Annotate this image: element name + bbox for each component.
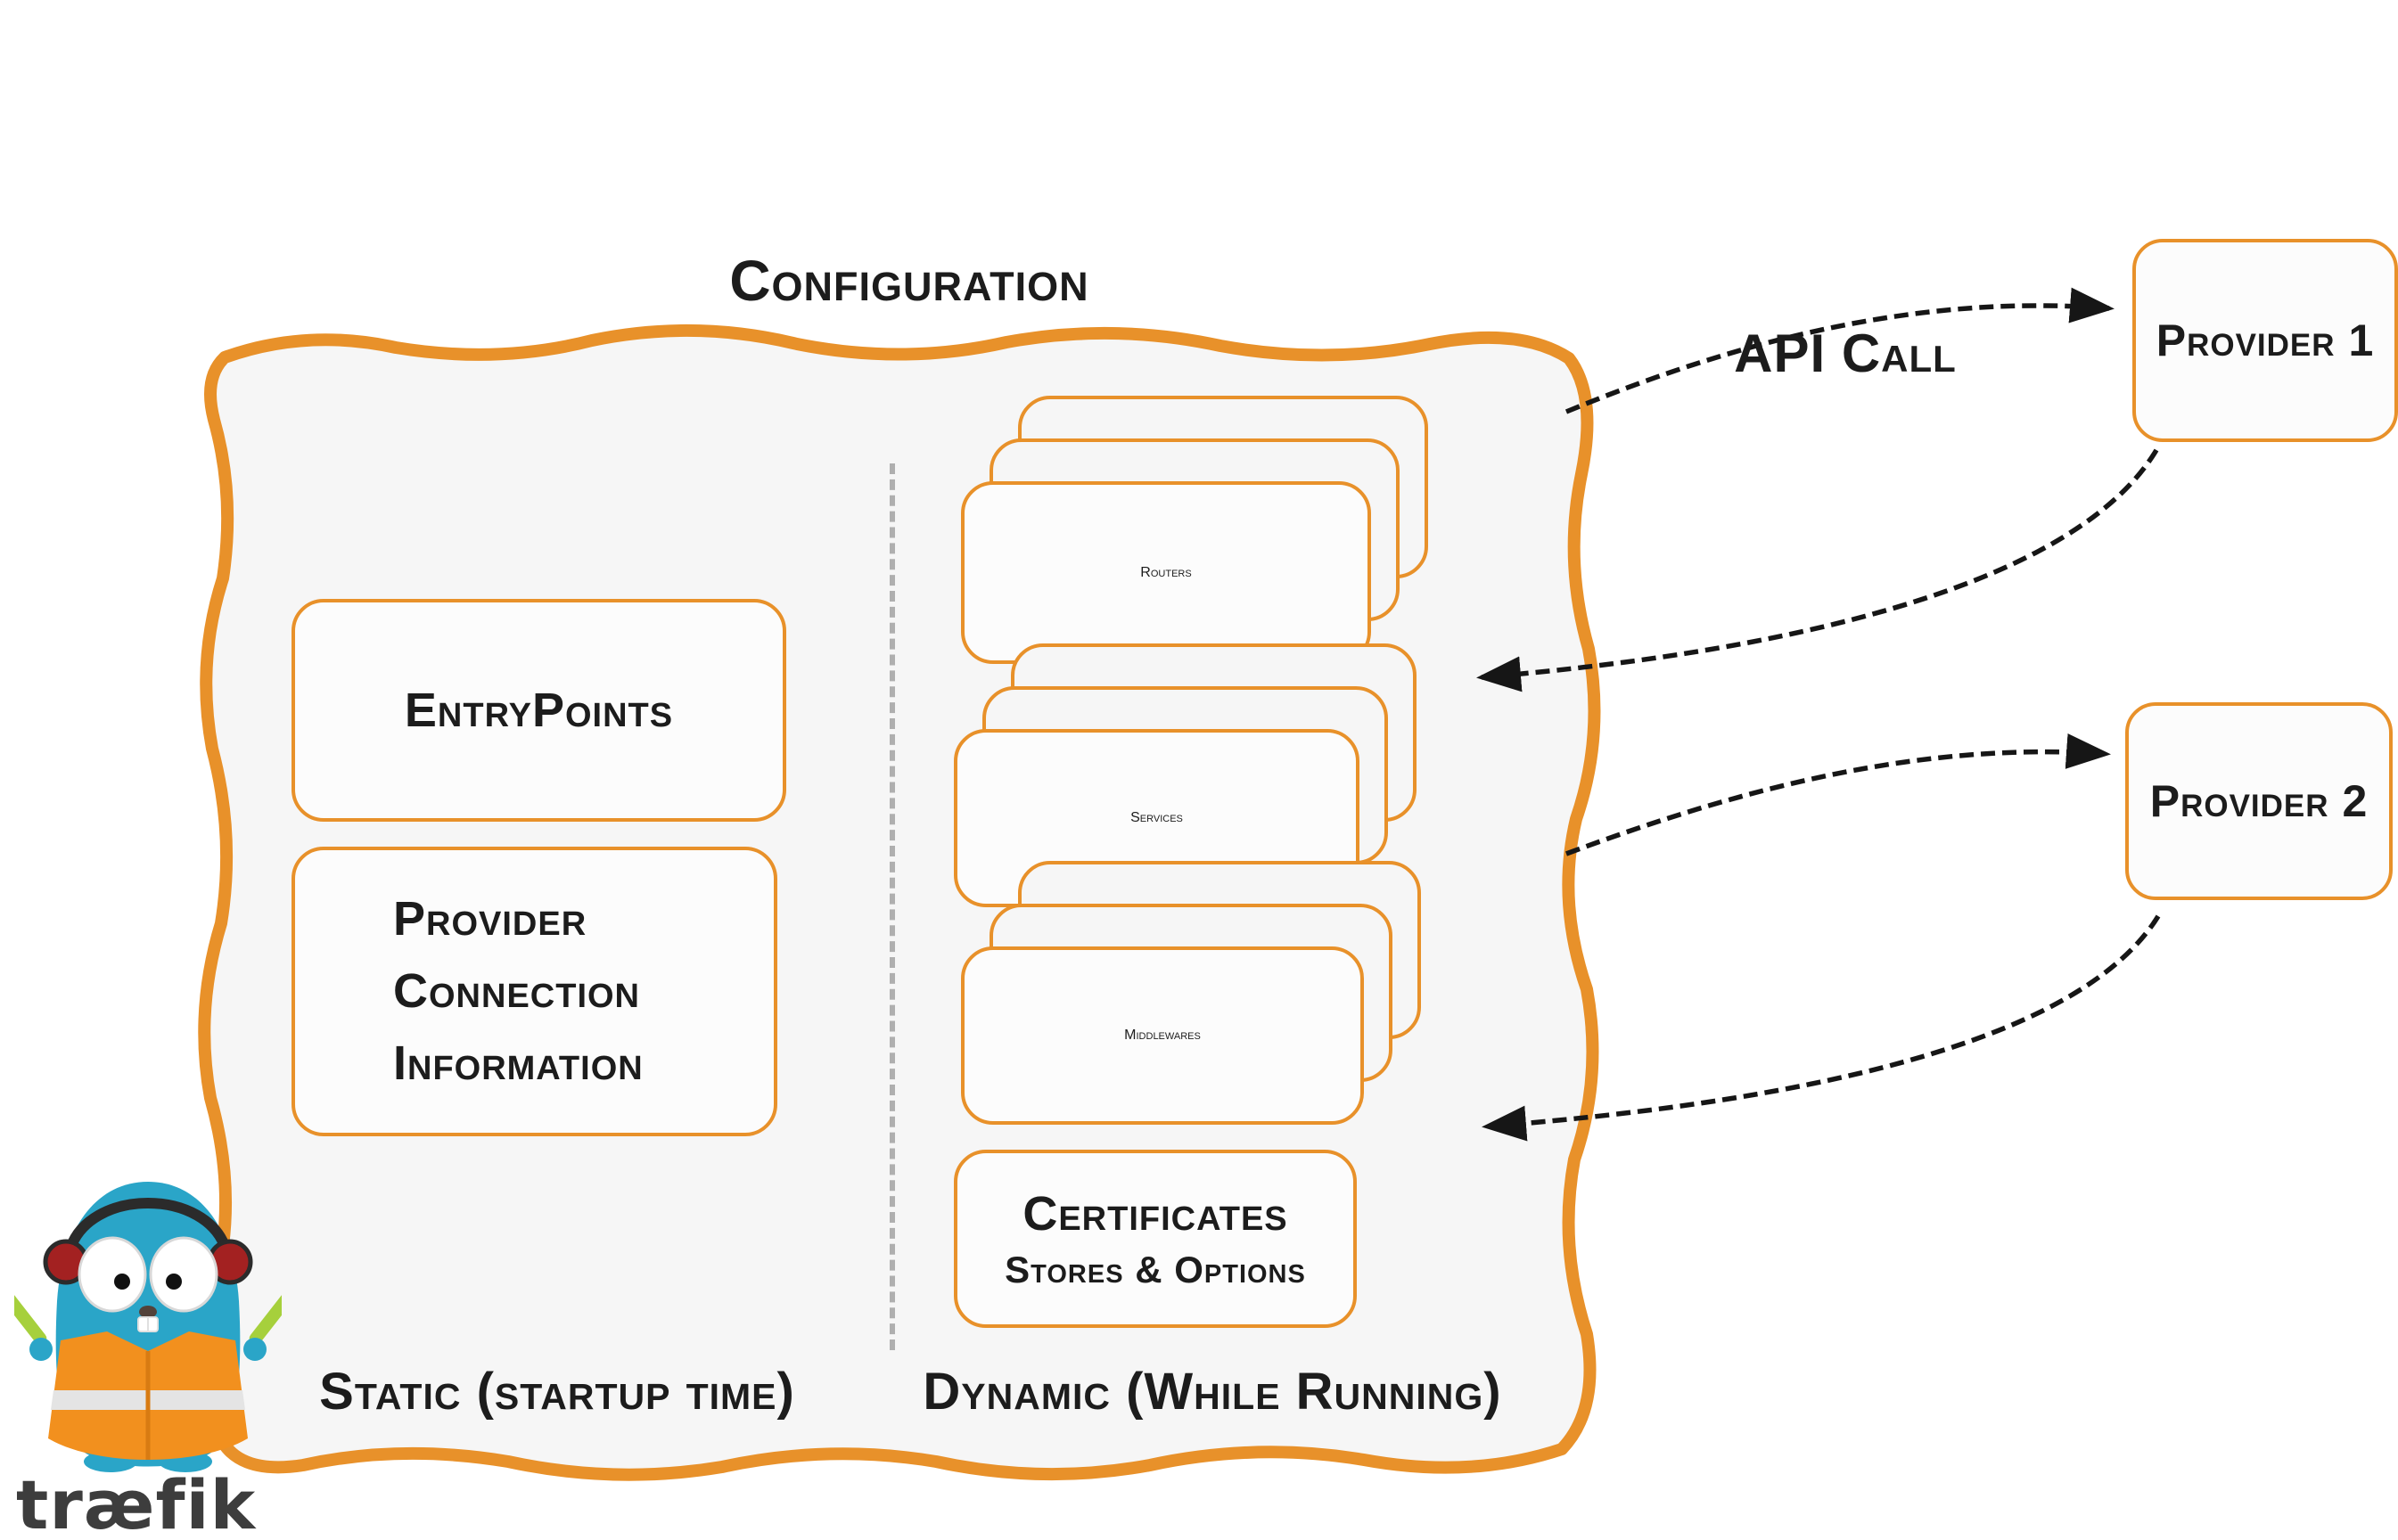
static-dynamic-divider [890,463,895,1350]
certificates-label: Certificates [1022,1187,1288,1241]
services-label: Services [1130,810,1183,825]
gopher-eye-right [149,1236,218,1313]
api-call-label: API Call [1734,324,1957,383]
traefik-wordmark: træfik [16,1465,257,1540]
static-caption: Static (startup time) [319,1363,795,1421]
middlewares-label: Middlewares [1124,1028,1201,1043]
provider-2-box: Provider 2 [2125,702,2393,900]
certificates-box: Certificates Stores & Options [954,1150,1357,1328]
gopher-eye-left [78,1236,147,1313]
gopher-pupil-right [166,1274,182,1290]
entrypoints-label: EntryPoints [404,684,674,737]
routers-label: Routers [1140,564,1192,580]
middlewares-stack: Middlewares [961,861,1421,1125]
gopher-hand-left [29,1338,53,1361]
gopher-pupil-left [114,1274,130,1290]
glowstick-left-icon [14,1285,47,1346]
traefik-logo [14,1182,282,1472]
routers-box: Routers [961,481,1371,664]
middlewares-box: Middlewares [961,946,1364,1125]
dynamic-caption: Dynamic (While Running) [923,1363,1502,1421]
routers-stack: Routers [961,396,1428,664]
provider-connection-label: Provider Connection Information [393,892,644,1090]
gopher-hand-right [243,1338,267,1361]
headphones-band-icon [64,1198,232,1257]
provider-1-label: Provider 1 [2156,315,2375,365]
gopher-nose [139,1306,157,1318]
certificates-sublabel: Stores & Options [1005,1249,1306,1290]
configuration-title: Configuration [729,249,1089,313]
provider-1-box: Provider 1 [2132,239,2398,442]
provider-connection-box: Provider Connection Information [292,847,777,1136]
entrypoints-box: EntryPoints [292,599,786,822]
provider-2-label: Provider 2 [2149,776,2369,826]
glowstick-right-icon [249,1285,282,1346]
